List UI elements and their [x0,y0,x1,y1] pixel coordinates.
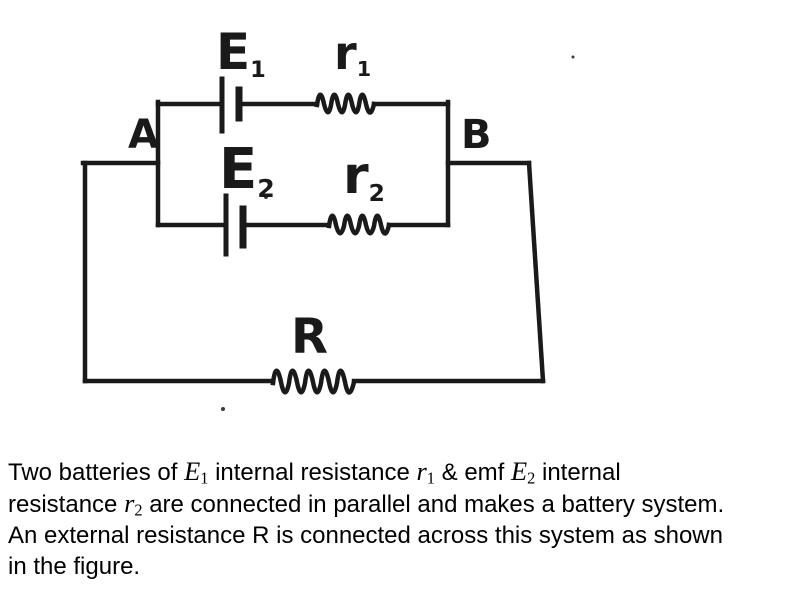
resistor2-symbol [326,213,392,236]
battery1-symbol [219,76,243,134]
label-battery1: E1 [216,23,266,83]
circuit-figure: E1 r1 E2 r2 A B R [80,23,575,411]
outer-loop-wires [80,160,546,384]
math-variable: r2 [124,488,143,520]
math-variable: E2 [511,456,536,488]
resistor-r-symbol [270,368,357,395]
math-variable: r1 [416,456,435,488]
label-resistor2: r2 [343,146,385,208]
problem-text: Two batteries of E1 internal resistance … [8,456,725,580]
circuit-diagram [80,55,575,411]
label-load-r: R [291,309,328,365]
label-battery2: E2 [219,137,275,203]
label-node-a: A [128,112,159,158]
label-resistor1: r1 [334,26,372,82]
resistor1-symbol [314,92,377,115]
scan-speck [221,407,225,411]
scan-speck [264,195,268,199]
label-node-b: B [461,112,492,158]
scan-speck [571,55,575,59]
math-variable: E1 [184,456,209,488]
battery2-symbol [223,193,247,257]
